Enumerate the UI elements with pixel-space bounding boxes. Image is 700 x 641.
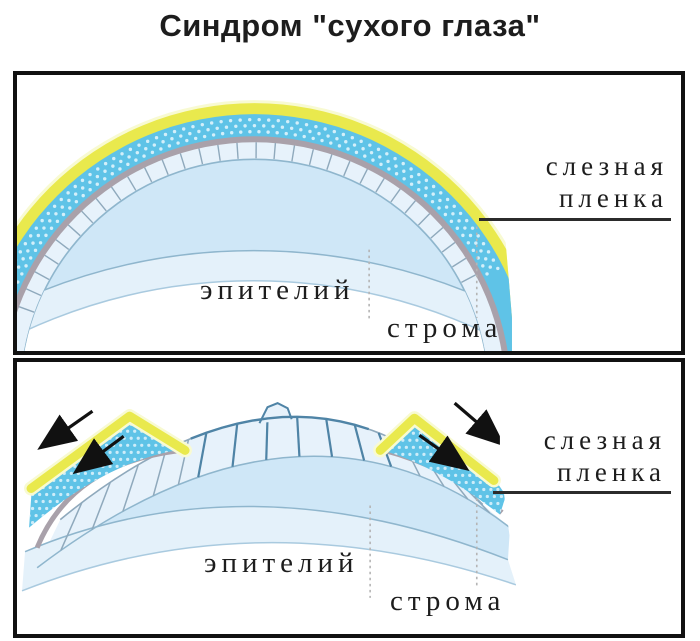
exposed-epithelium-edge [190,415,370,440]
tear-film-line1: слезная [545,151,668,181]
tear-film-line1: слезная [543,425,666,455]
retraction-arrow-right-outer [453,401,506,447]
cornea-normal-illustration [17,100,512,351]
label-tear-film-normal: слезная пленка [546,150,668,214]
retraction-arrow-left-outer [37,409,94,450]
label-tear-film-dry: слезная пленка [544,424,666,488]
stroma-band [25,456,510,568]
label-stroma-dry: строма [390,585,506,617]
stroma-inner-boundary [21,279,488,351]
epithelium-bottom-line [36,455,511,569]
label-stroma-normal: строма [387,312,503,344]
tear-film-underline-dry [493,491,671,494]
cornea-dry-illustration [21,401,517,598]
label-epithelium-dry: эпителий [204,547,359,579]
lipid-layer-left [26,411,190,493]
aqueous-layer-dots [17,117,500,284]
tear-film-line2: пленка [558,183,668,213]
page-title: Синдром "сухого глаза" [159,8,541,43]
retraction-arrow-right-inner [418,433,470,471]
stroma-mid-line [24,505,509,561]
retraction-arrow-left-inner [72,434,125,475]
tear-film-underline-normal [479,218,671,221]
epithelium-cell-borders [18,142,476,313]
panel-dry-eye [13,358,685,638]
panel-normal-eye [13,71,685,355]
stroma-inner-boundary [21,541,517,592]
stroma-lower-band [22,506,517,591]
tear-film-line2: пленка [556,457,666,487]
stroma-lower-band [21,249,488,351]
label-epithelium-normal: эпителий [200,274,355,306]
